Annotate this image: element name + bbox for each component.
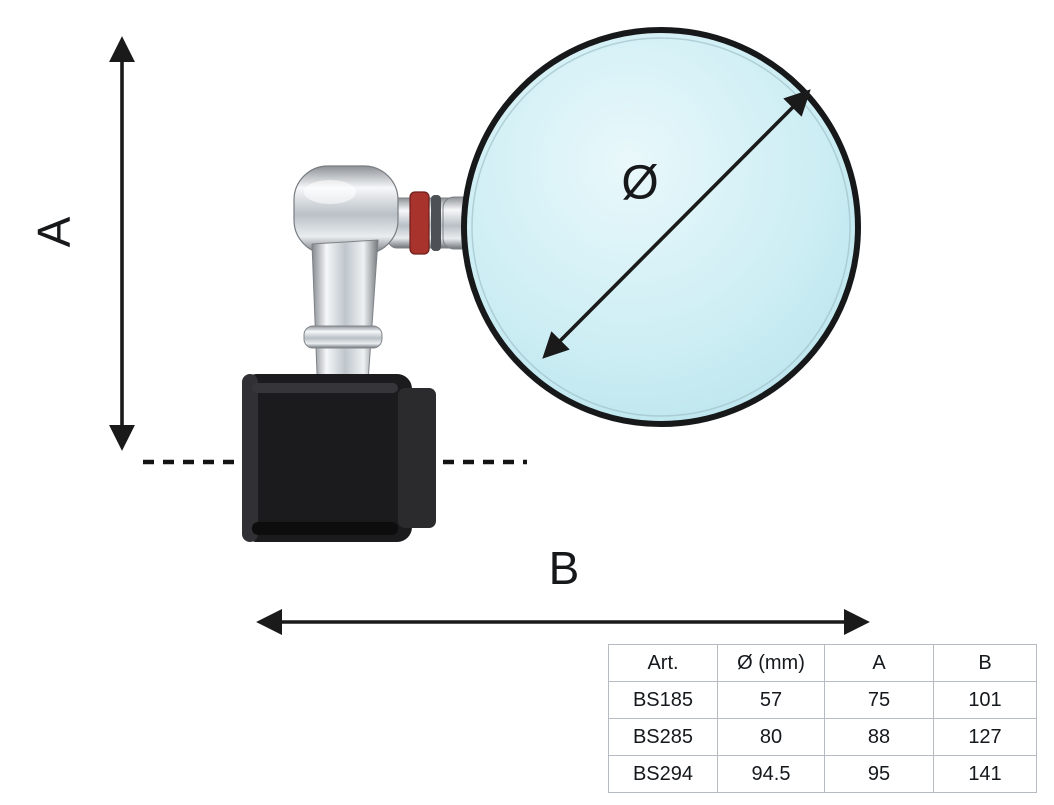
mount-elbow-head: [293, 165, 399, 255]
mirror-glass: [461, 27, 861, 427]
table-cell-diameter: 57: [717, 681, 825, 719]
clamp-left-edge: [242, 374, 258, 542]
table-cell-a: 95: [824, 755, 934, 793]
table-cell-a: 88: [824, 718, 934, 756]
clamp-bottom-shadow: [252, 522, 398, 535]
dimension-b-label: B: [549, 542, 580, 594]
table-row: BS285 80 88 127: [608, 718, 1037, 756]
table-row: BS185 57 75 101: [608, 681, 1037, 719]
table-header-diameter: Ø (mm): [717, 644, 825, 682]
dark-ring: [431, 195, 441, 251]
clamp-body: [242, 374, 412, 542]
table-cell-b: 141: [933, 755, 1037, 793]
diameter-arrow: [542, 89, 811, 359]
table-cell-art: BS185: [608, 681, 718, 719]
table-header-b: B: [933, 644, 1037, 682]
clamp-step: [398, 388, 436, 528]
clamp-top-highlight: [252, 383, 398, 393]
mirror-inner-rim: [471, 37, 851, 417]
table-cell-diameter: 80: [717, 718, 825, 756]
stem-collar: [303, 325, 383, 349]
dimension-table: Art. Ø (mm) A B BS185 57 75 101 BS285 80…: [608, 644, 1037, 793]
table-row: BS294 94.5 95 141: [608, 755, 1037, 793]
table-cell-art: BS294: [608, 755, 718, 793]
table-cell-b: 101: [933, 681, 1037, 719]
table-cell-a: 75: [824, 681, 934, 719]
mirror-mount: [242, 165, 479, 542]
table-cell-b: 127: [933, 718, 1037, 756]
diameter-symbol: Ø: [621, 157, 658, 210]
table-header-a: A: [824, 644, 934, 682]
table-header-art: Art.: [608, 644, 718, 682]
elbow-highlight: [304, 180, 356, 204]
dimension-a-label: A: [28, 216, 80, 247]
red-adjuster-ring: [409, 191, 430, 255]
table-cell-diameter: 94.5: [717, 755, 825, 793]
table-header-row: Art. Ø (mm) A B: [608, 644, 1037, 682]
table-cell-art: BS285: [608, 718, 718, 756]
